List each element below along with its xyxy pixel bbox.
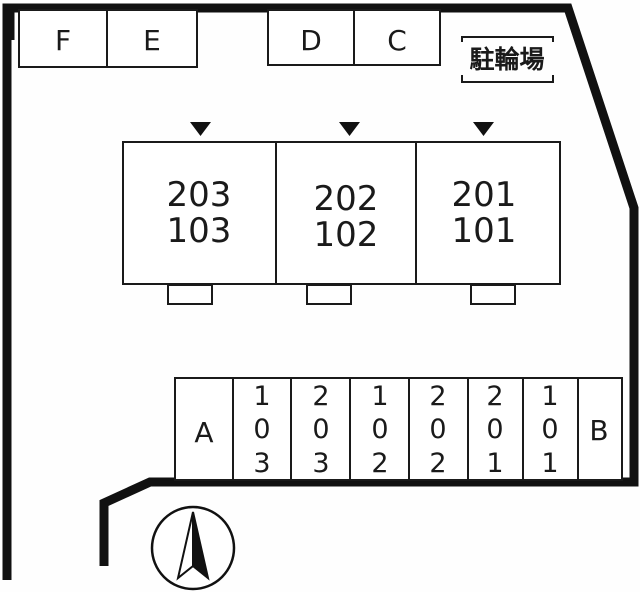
entrance-marker-icon	[190, 122, 211, 136]
unit-number-lower: 102	[314, 215, 379, 255]
unit-number-upper: 202	[314, 179, 379, 219]
stall-digit: 1	[541, 448, 558, 479]
stall-digit: 2	[429, 448, 446, 479]
unit-number-lower: 101	[452, 211, 517, 251]
entrance-marker-icon	[473, 122, 494, 136]
parking-stall-202	[408, 377, 469, 481]
parking-label-f: F	[55, 24, 71, 57]
unit-block-202-102	[275, 141, 417, 285]
stall-digit: 0	[371, 414, 388, 445]
bicycle-parking-label: 駐輪場	[469, 45, 544, 74]
stall-digit: 0	[486, 414, 503, 445]
parking-space-d	[267, 9, 355, 66]
north-arrow-icon	[150, 505, 236, 591]
parking-stall-101	[522, 377, 579, 481]
parking-label-e: E	[143, 24, 161, 57]
stall-digit: 2	[371, 448, 388, 479]
stall-digit: 2	[486, 381, 503, 412]
site-boundary-main	[2, 3, 639, 580]
stall-digit: 1	[253, 381, 270, 412]
parking-label-c: C	[387, 24, 407, 57]
parking-space-c	[353, 9, 441, 66]
bicycle-parking-bracket-bottom	[461, 75, 554, 83]
parking-space-a	[174, 377, 234, 481]
stall-digit: 2	[312, 381, 329, 412]
stall-digit: 3	[312, 448, 329, 479]
unit-step	[306, 284, 352, 305]
stall-digit: 1	[541, 381, 558, 412]
stall-digit: 0	[253, 414, 270, 445]
parking-label-d: D	[300, 24, 322, 57]
top-parking-left: F E	[18, 9, 198, 68]
unit-step	[470, 284, 516, 305]
stall-digit: 0	[312, 414, 329, 445]
stall-digit: 1	[371, 381, 388, 412]
parking-space-e	[106, 9, 198, 68]
apartment-building: 203 103 202 102 201 101	[122, 141, 561, 305]
parking-label-a: A	[194, 416, 213, 449]
stall-digit: 0	[541, 414, 558, 445]
parking-stall-203	[290, 377, 351, 481]
parking-stall-102	[349, 377, 410, 481]
stall-digit: 3	[253, 448, 270, 479]
unit-step	[167, 284, 213, 305]
top-parking-right: D C	[267, 9, 441, 66]
unit-number-upper: 201	[452, 175, 517, 215]
bicycle-parking: 駐輪場	[461, 36, 554, 83]
bottom-parking: A 1 0 3 2 0 3 1 0 2 2 0 2 2 0 1 1 0 1	[174, 377, 623, 481]
unit-number-lower: 103	[167, 211, 232, 251]
parking-label-b: B	[589, 414, 608, 447]
entrance-marker-icon	[339, 122, 360, 136]
stall-digit: 2	[429, 381, 446, 412]
stall-digit: 0	[429, 414, 446, 445]
stall-digit: 1	[486, 448, 503, 479]
parking-stall-103	[232, 377, 292, 481]
unit-block-201-101	[415, 141, 561, 285]
parking-space-b	[577, 377, 623, 481]
bicycle-parking-bracket-top	[461, 36, 554, 42]
unit-number-upper: 203	[167, 175, 232, 215]
